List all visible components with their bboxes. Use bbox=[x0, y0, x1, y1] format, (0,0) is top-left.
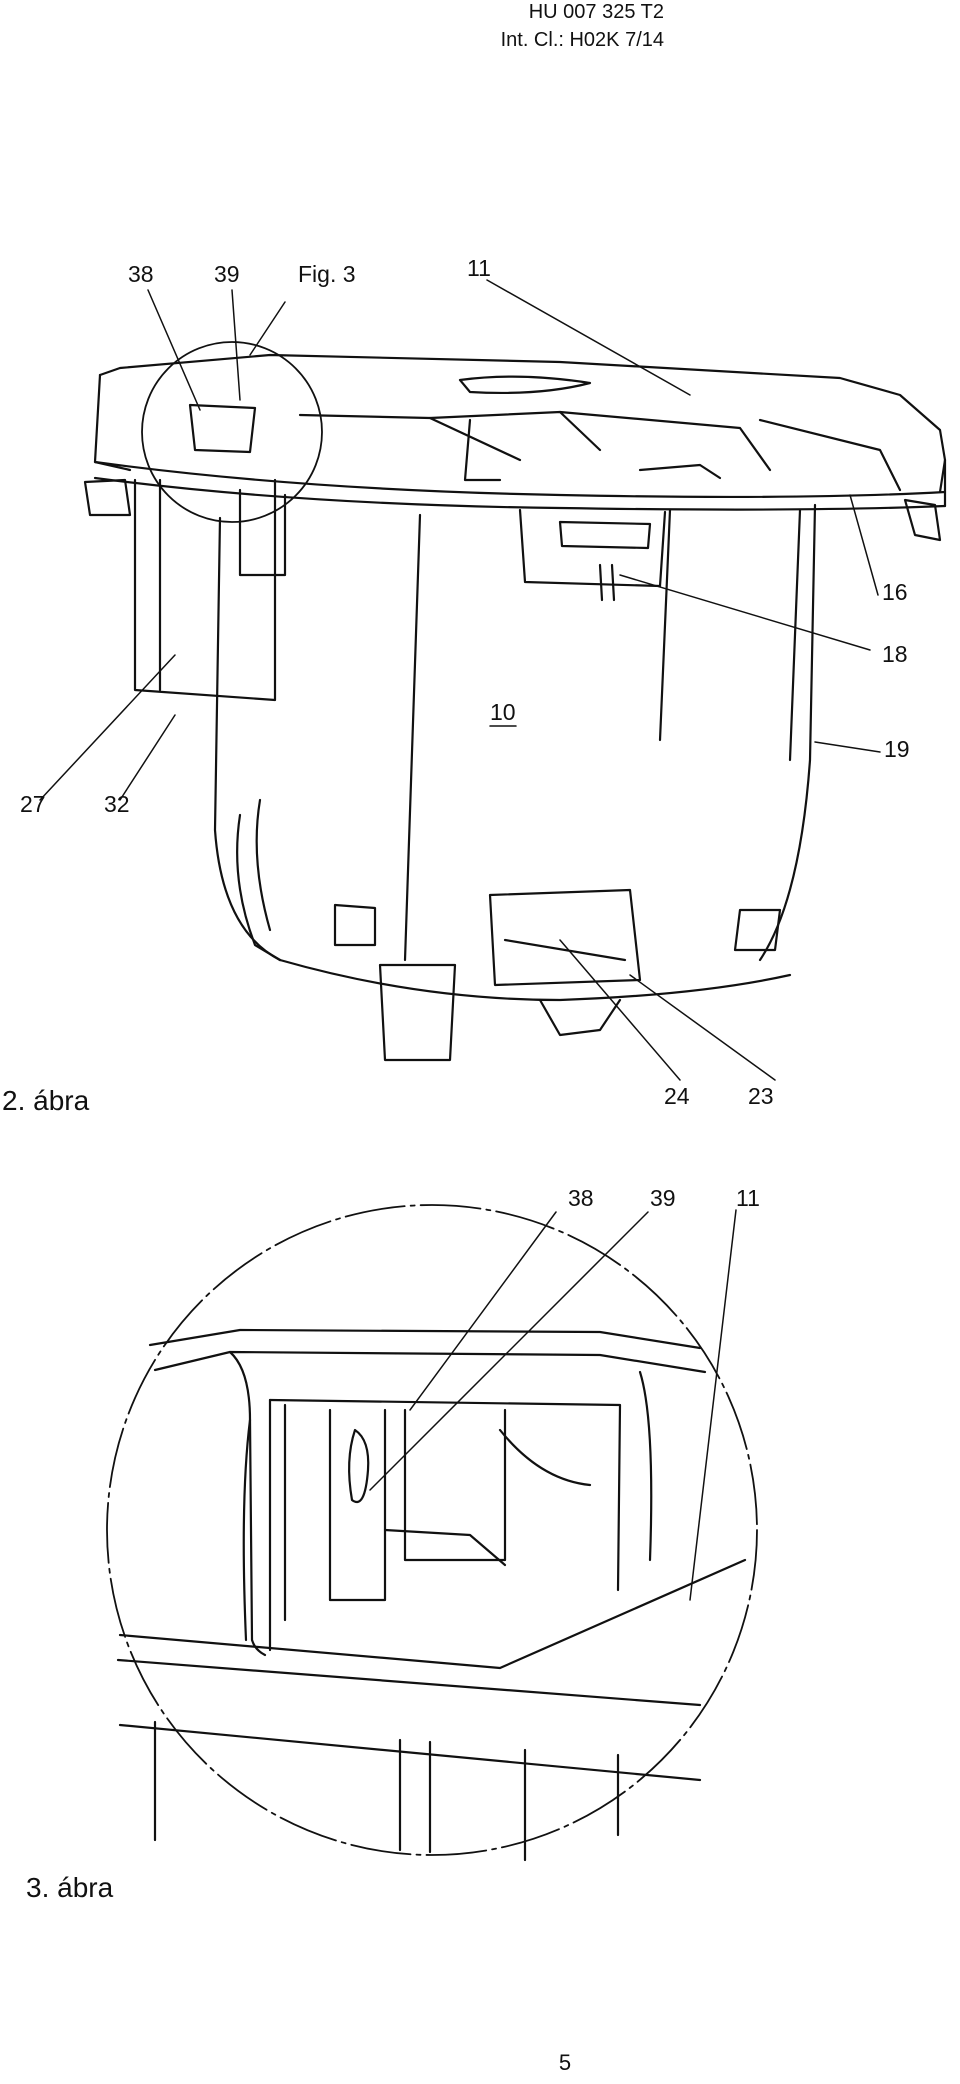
fig2-ref-39: 39 bbox=[214, 261, 240, 287]
plate-edge bbox=[118, 1558, 747, 1670]
detail-circle bbox=[141, 341, 323, 523]
fig2-ref-10: 10 bbox=[490, 699, 516, 725]
fig2-ref-32: 32 bbox=[104, 791, 130, 817]
fig2-ref-27: 27 bbox=[20, 791, 46, 817]
fig2-ref-11: 11 bbox=[467, 255, 491, 281]
classification: Int. Cl.: H02K 7/14 bbox=[500, 29, 664, 51]
housing-right-wall bbox=[758, 503, 817, 962]
housing-left-wall bbox=[213, 516, 282, 962]
fig3-ref-39: 39 bbox=[650, 1185, 676, 1211]
fig2-ref-16: 16 bbox=[882, 579, 908, 605]
detail-boundary-circle bbox=[106, 1204, 758, 1856]
fig2-ref-38: 38 bbox=[128, 261, 154, 287]
figure-2-drawing: 38 39 Fig. 3 11 16 18 19 10 27 32 24 23 bbox=[20, 255, 947, 1109]
fig2-ref-23: 23 bbox=[748, 1083, 774, 1109]
fig2-ref-19: 19 bbox=[884, 736, 910, 762]
fig3-ref-11: 11 bbox=[736, 1185, 760, 1211]
fig3-ref-38: 38 bbox=[568, 1185, 594, 1211]
fig2-ref-24: 24 bbox=[664, 1083, 690, 1109]
flange-front-ellipse-lower bbox=[93, 476, 947, 511]
fig2-detail-label: Fig. 3 bbox=[298, 261, 356, 287]
fig2-ref-18: 18 bbox=[882, 641, 908, 667]
figure-3-caption: 3. ábra bbox=[26, 1872, 114, 1903]
flange-top-outline bbox=[98, 353, 947, 494]
flange-front-ellipse bbox=[93, 460, 947, 499]
page-number: 5 bbox=[558, 2050, 572, 2075]
flange-left-edge bbox=[93, 373, 132, 472]
figure-2-caption: 2. ábra bbox=[2, 1085, 90, 1116]
patent-number: HU 007 325 T2 bbox=[528, 1, 664, 23]
